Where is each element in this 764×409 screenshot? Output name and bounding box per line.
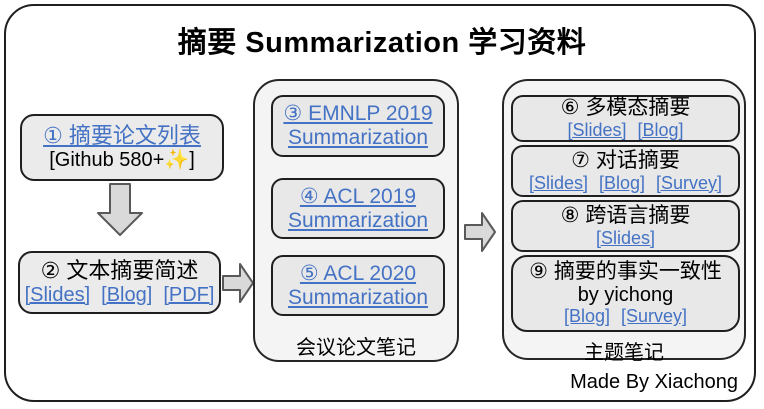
text-summary-blog-link[interactable]: [Blog] [101, 283, 153, 306]
arrow-right-icon [222, 263, 254, 303]
credit-text: Made By Xiachong [570, 371, 738, 393]
arrow-down-icon [97, 183, 143, 236]
text-summary-slides-link[interactable]: [Slides] [24, 283, 91, 306]
dialogue-blog-link[interactable]: [Blog] [598, 172, 646, 193]
acl2020-link-line2[interactable]: Summarization [287, 285, 429, 309]
paper-list-link[interactable]: ① 摘要论文列表 [43, 122, 201, 148]
paper-list-box: ① 摘要论文列表 [Github 580+✨] [20, 114, 224, 181]
dialogue-slides-link[interactable]: [Slides] [528, 172, 588, 193]
multimodal-slides-link[interactable]: [Slides] [567, 120, 627, 141]
acl2020-box: ⑤ ACL 2020 Summarization [271, 255, 445, 316]
crosslingual-box: ⑧ 跨语言摘要 [Slides] [511, 200, 740, 252]
multimodal-box: ⑥ 多模态摘要 [Slides] [Blog] [511, 95, 740, 142]
page-title: 摘要 Summarization 学习资料 [177, 27, 587, 59]
dialogue-heading: ⑦ 对话摘要 [571, 148, 680, 172]
factual-consistency-author: by yichong [577, 283, 674, 306]
conference-notes-panel: ③ EMNLP 2019 Summarization ④ ACL 2019 Su… [253, 79, 459, 362]
multimodal-heading: ⑥ 多模态摘要 [560, 96, 691, 120]
factual-consistency-box: ⑨ 摘要的事实一致性 by yichong [Blog] [Survey] [511, 255, 740, 332]
text-summary-pdf-link[interactable]: [PDF] [163, 283, 215, 306]
factual-consistency-heading: ⑨ 摘要的事实一致性 [529, 260, 722, 284]
github-count: [Github 580+✨] [49, 148, 195, 171]
topic-notes-panel: ⑥ 多模态摘要 [Slides] [Blog] ⑦ 对话摘要 [Slides] … [502, 79, 746, 364]
topic-notes-label: 主题笔记 [584, 342, 664, 364]
conference-notes-label: 会议论文笔记 [296, 337, 416, 359]
dialogue-box: ⑦ 对话摘要 [Slides] [Blog] [Survey] [511, 145, 740, 197]
emnlp2019-box: ③ EMNLP 2019 Summarization [271, 95, 445, 157]
multimodal-blog-link[interactable]: [Blog] [637, 120, 684, 141]
factual-survey-link[interactable]: [Survey] [621, 306, 688, 327]
acl2019-link-line2[interactable]: Summarization [287, 208, 429, 232]
crosslingual-heading: ⑧ 跨语言摘要 [560, 203, 691, 227]
dialogue-survey-link[interactable]: [Survey] [656, 172, 723, 193]
emnlp2019-link-line1[interactable]: ③ EMNLP 2019 [283, 102, 433, 126]
acl2019-box: ④ ACL 2019 Summarization [271, 178, 445, 239]
arrow-right-icon [464, 212, 496, 252]
emnlp2019-link-line2[interactable]: Summarization [287, 126, 429, 149]
text-summary-heading: ② 文本摘要简述 [40, 257, 199, 283]
crosslingual-slides-link[interactable]: [Slides] [595, 227, 656, 248]
text-summary-box: ② 文本摘要简述 [Slides] [Blog] [PDF] [18, 251, 221, 314]
factual-blog-link[interactable]: [Blog] [563, 306, 610, 327]
acl2019-link-line1[interactable]: ④ ACL 2019 [299, 184, 417, 208]
acl2020-link-line1[interactable]: ⑤ ACL 2020 [299, 261, 417, 285]
